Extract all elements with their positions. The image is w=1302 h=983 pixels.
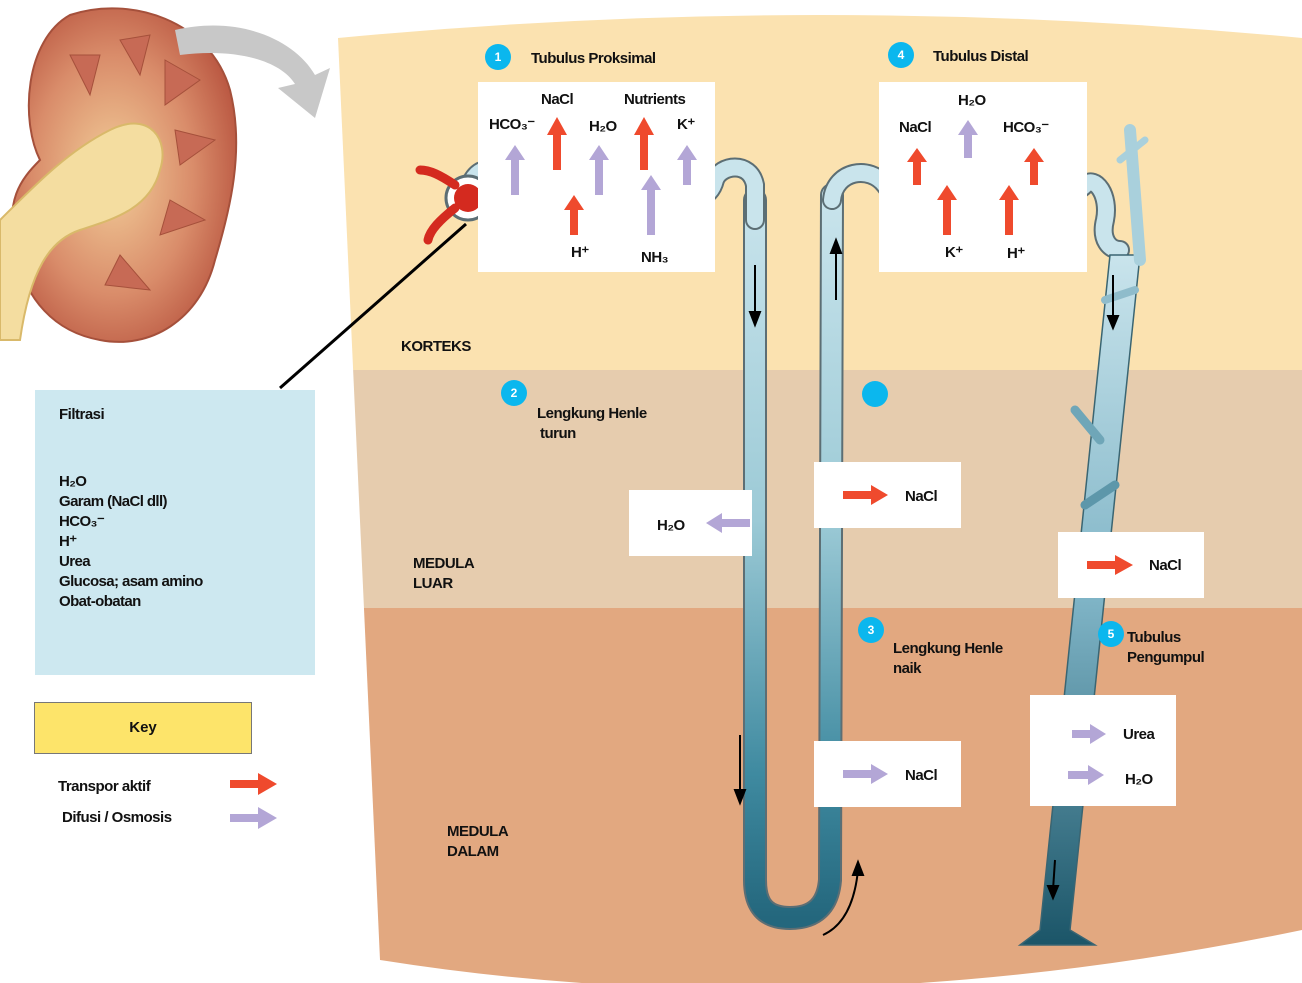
inner-medulla-label-2: DALAM xyxy=(447,843,499,860)
key-title: Key xyxy=(34,702,252,754)
list-item: H⁺ xyxy=(59,533,77,550)
filtration-title: Filtrasi xyxy=(59,406,105,423)
descending-h2o-label: H₂O xyxy=(657,517,685,534)
inner-medulla-label-1: MEDULA xyxy=(447,823,509,840)
ascending-outer-nacl-panel xyxy=(814,462,961,528)
list-item: H₂O xyxy=(59,473,87,490)
ascending-label-1: Lengkung Henle xyxy=(893,640,1003,657)
proximal-panel xyxy=(478,82,715,272)
proximal-h2o: H₂O xyxy=(589,118,617,135)
proximal-nutrients: Nutrients xyxy=(624,91,686,108)
collecting-label-2: Pengumpul xyxy=(1127,649,1205,666)
key-diffusion-label: Difusi / Osmosis xyxy=(62,809,172,826)
flow-arrows xyxy=(733,237,1120,936)
ascending-outer-nacl-label: NaCl xyxy=(905,488,938,505)
collecting-h2o-label: H₂O xyxy=(1125,771,1153,788)
descending-h2o-panel xyxy=(629,490,752,556)
list-item: HCO₃⁻ xyxy=(59,513,105,530)
collecting-nacl-panel xyxy=(1058,532,1204,598)
kidney-illustration xyxy=(0,7,238,343)
proximal-k: K⁺ xyxy=(677,116,695,133)
proximal-hco3: HCO₃⁻ xyxy=(489,116,535,133)
filtration-leader-line xyxy=(279,222,467,390)
collecting-duct xyxy=(1017,124,1149,946)
proximal-nh3: NH₃ xyxy=(641,249,669,266)
badge-blank xyxy=(862,381,888,407)
cortex-label: KORTEKS xyxy=(401,338,471,355)
distal-tubule-label: Tubulus Distal xyxy=(933,48,1029,65)
badge-2: 2 xyxy=(501,380,527,406)
filtration-list: H₂O Garam (NaCl dll) HCO₃⁻ H⁺ Urea Gluco… xyxy=(59,472,203,612)
badge-1: 1 xyxy=(485,44,511,70)
ascending-label-2: naik xyxy=(893,660,922,677)
proximal-h: H⁺ xyxy=(571,244,589,261)
distal-h2o: H₂O xyxy=(958,92,986,109)
collecting-nacl-label: NaCl xyxy=(1149,557,1182,574)
filtration-box: Filtrasi H₂O Garam (NaCl dll) HCO₃⁻ H⁺ U… xyxy=(35,390,315,675)
ascending-inner-nacl-label: NaCl xyxy=(905,767,938,784)
distal-h: H⁺ xyxy=(1007,245,1025,262)
badge-5: 5 xyxy=(1098,621,1124,647)
loop-of-henle-tube xyxy=(743,183,844,931)
distal-hco3: HCO₃⁻ xyxy=(1003,119,1049,136)
distal-nacl: NaCl xyxy=(899,119,932,136)
outer-medulla-label-1: MEDULA xyxy=(413,555,475,572)
badge-3: 3 xyxy=(858,617,884,643)
ascending-inner-nacl-panel xyxy=(814,741,961,807)
distal-k: K⁺ xyxy=(945,244,963,261)
descending-label-1: Lengkung Henle xyxy=(537,405,647,422)
list-item: Urea xyxy=(59,553,91,570)
list-item: Glucosa; asam amino xyxy=(59,573,203,590)
key-active-transport-label: Transpor aktif xyxy=(58,778,151,795)
collecting-urea-label: Urea xyxy=(1123,726,1155,743)
proximal-nacl: NaCl xyxy=(541,91,574,108)
collecting-urea-h2o-panel xyxy=(1030,695,1176,806)
proximal-tubule-label: Tubulus Proksimal xyxy=(531,50,656,67)
collecting-label-1: Tubulus xyxy=(1127,629,1181,646)
descending-label-2: turun xyxy=(540,425,576,442)
zoom-pointer-arrow xyxy=(175,25,330,119)
list-item: Obat-obatan xyxy=(59,593,141,610)
badge-4: 4 xyxy=(888,42,914,68)
list-item: Garam (NaCl dll) xyxy=(59,493,168,510)
outer-medulla-label-2: LUAR xyxy=(413,575,453,592)
